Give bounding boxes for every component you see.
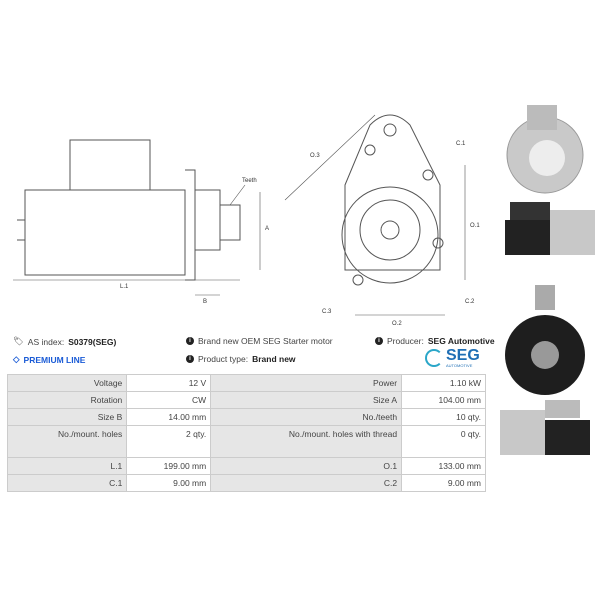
spec-value: 10 qty. — [401, 408, 486, 426]
spec-value: 12 V — [126, 374, 212, 392]
spec-label: No./teeth — [210, 408, 403, 426]
dim-o1-label: O.1 — [470, 223, 480, 229]
producer-label: Producer: — [387, 336, 424, 346]
spec-label: Power — [210, 374, 403, 392]
dim-c2-label: C.2 — [465, 299, 475, 305]
info-icon: i — [186, 355, 194, 363]
teeth-label: Teeth — [242, 178, 257, 184]
photo-front — [506, 105, 584, 194]
producer: i Producer:SEG Automotive — [375, 336, 495, 346]
spec-label: No./mount. holes with thread — [210, 425, 403, 458]
as-index-label: AS index: — [27, 336, 65, 347]
spec-value: 199.00 mm — [126, 457, 212, 475]
dim-o2-label: O.2 — [392, 321, 402, 327]
description: i Brand new OEM SEG Starter motor — [186, 336, 333, 346]
dim-c3-label: C.3 — [322, 309, 332, 315]
dim-b-label: B — [203, 299, 207, 305]
spec-label: L.1 — [6, 457, 128, 475]
side-view-drawing: Teeth A B L.1 — [13, 139, 269, 305]
dim-l1-label: L.1 — [120, 284, 129, 290]
dim-c1-label: C.1 — [456, 141, 466, 147]
photo-side-2 — [500, 400, 590, 455]
spec-value: 1.10 kW — [401, 374, 486, 392]
as-index-value: S0379(SEG) — [68, 336, 117, 347]
photo-rear — [505, 285, 585, 395]
diamond-icon: ◇ — [13, 354, 20, 364]
spec-label: Rotation — [6, 391, 128, 409]
producer-value: SEG Automotive — [427, 336, 495, 346]
spec-value: 0 qty. — [401, 425, 486, 458]
spec-label: No./mount. holes — [6, 425, 128, 458]
description-text: Brand new OEM SEG Starter motor — [198, 336, 333, 346]
logo-ring-icon — [425, 349, 443, 367]
spec-label: O.1 — [210, 457, 403, 475]
front-view-drawing: O.3 C.1 O.1 C.2 C.3 O.2 — [284, 114, 480, 327]
spec-label: Size A — [210, 391, 403, 409]
premium-label: PREMIUM LINE — [23, 354, 86, 365]
photo-side — [505, 202, 595, 255]
info-icon: i — [186, 337, 194, 345]
spec-label: C.2 — [210, 474, 403, 492]
as-index: 🏷AS index:S0379(SEG) — [13, 336, 116, 347]
logo-subtext: AUTOMOTIVE — [446, 363, 473, 368]
dim-a-label: A — [265, 226, 269, 232]
logo-text: SEG — [446, 347, 480, 364]
spec-label: Size B — [6, 408, 128, 426]
spec-value: 9.00 mm — [401, 474, 486, 492]
info-icon: i — [375, 337, 383, 345]
spec-value: 133.00 mm — [401, 457, 486, 475]
spec-label: Voltage — [6, 374, 128, 392]
spec-value: CW — [126, 391, 212, 409]
spec-value: 9.00 mm — [126, 474, 212, 492]
premium-line-badge: ◇PREMIUM LINE — [13, 354, 85, 365]
seg-logo: SEG AUTOMOTIVE — [425, 348, 480, 368]
product-photos — [500, 105, 595, 455]
spec-value: 104.00 mm — [401, 391, 486, 409]
dim-o3-label: O.3 — [310, 153, 320, 159]
product-type-value: Brand new — [252, 354, 296, 364]
spec-value: 14.00 mm — [126, 408, 212, 426]
spec-label: C.1 — [6, 474, 128, 492]
product-type-label: Product type: — [198, 354, 249, 364]
product-type: i Product type:Brand new — [186, 354, 296, 364]
tag-icon: 🏷 — [13, 336, 24, 346]
spec-value: 2 qty. — [126, 425, 212, 458]
